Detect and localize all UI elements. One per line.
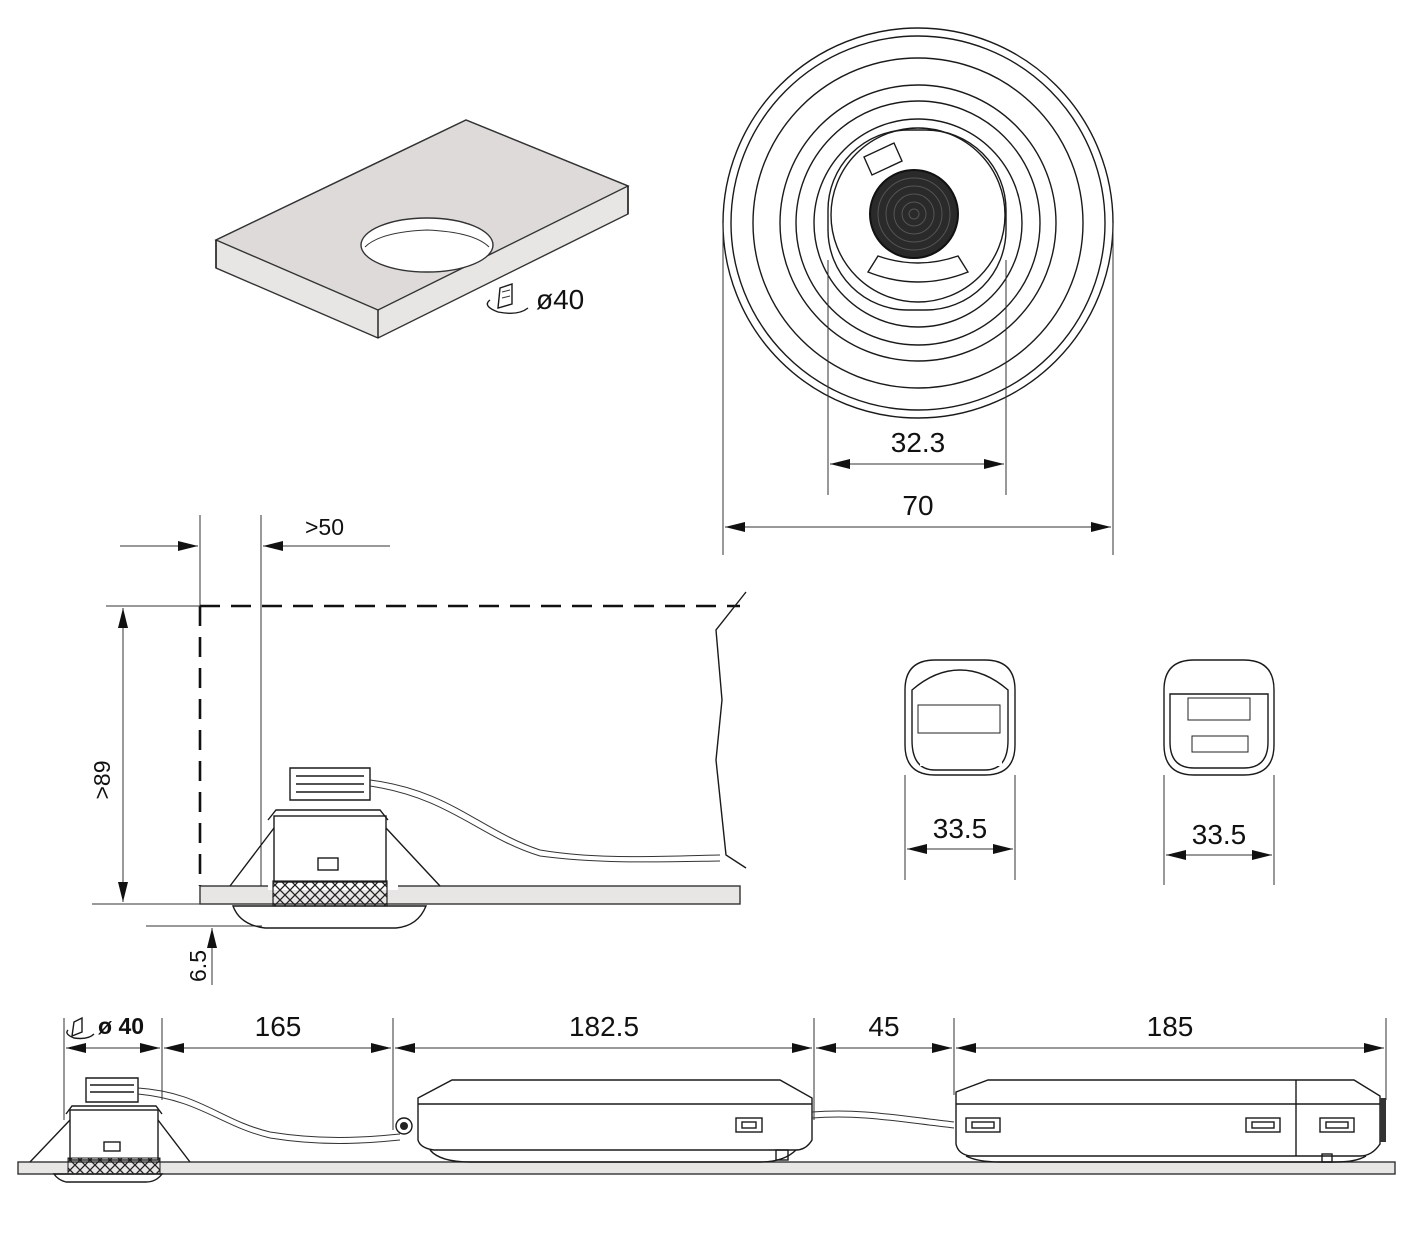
driver-length-2-label: 185 — [1147, 1011, 1194, 1042]
cable-segment-2-label: 45 — [868, 1011, 899, 1042]
driver-width-front-label: 33.5 — [933, 813, 988, 844]
protrusion-label: 6.5 — [185, 950, 211, 982]
drill-hole-shape — [360, 217, 494, 273]
bottom-side-view — [17, 1077, 1396, 1183]
bottom-hole-label: ø 40 — [98, 1013, 144, 1039]
clearance-height-label: >89 — [89, 760, 115, 799]
clearance-side-label: >50 — [305, 514, 344, 540]
drill-hole-label: ø40 — [536, 284, 584, 315]
driver-end-view-back — [1163, 659, 1275, 776]
outer-diameter-label: 70 — [902, 490, 933, 521]
driver-width-back-label: 33.5 — [1192, 819, 1247, 850]
board-isometric — [214, 119, 630, 339]
drill-bit-icon — [486, 283, 529, 315]
installation-section — [92, 515, 747, 985]
inner-diameter-label: 32.3 — [891, 427, 946, 458]
bottom-dimension-lines — [63, 1018, 1387, 1130]
drill-bit-icon-small — [66, 1016, 95, 1040]
driver-length-1-label: 182.5 — [569, 1011, 639, 1042]
cable-segment-1-label: 165 — [255, 1011, 302, 1042]
lens — [869, 169, 959, 259]
light-front-view — [722, 27, 1114, 419]
driver-end-view-front — [904, 659, 1016, 776]
